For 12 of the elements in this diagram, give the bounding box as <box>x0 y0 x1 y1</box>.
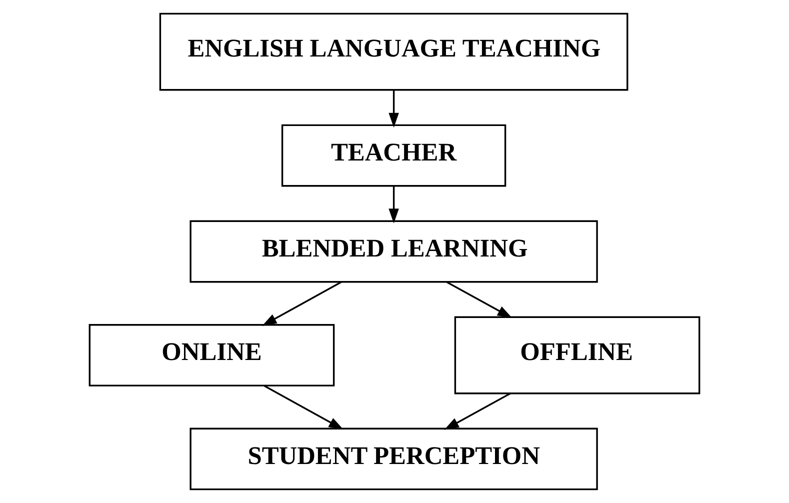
arrow <box>388 186 399 224</box>
arrow <box>444 392 511 430</box>
node-box: ONLINE <box>88 324 335 386</box>
node-box: TEACHER <box>281 124 506 187</box>
arrow <box>262 281 342 326</box>
node-box: OFFLINE <box>454 316 700 394</box>
node-box: STUDENT PERCEPTION <box>190 428 598 490</box>
node-box: ENGLISH LANGUAGE TEACHING <box>159 12 628 91</box>
arrow <box>264 385 344 430</box>
arrow <box>388 90 399 128</box>
arrow <box>446 281 512 318</box>
node-box: BLENDED LEARNING <box>190 220 598 283</box>
